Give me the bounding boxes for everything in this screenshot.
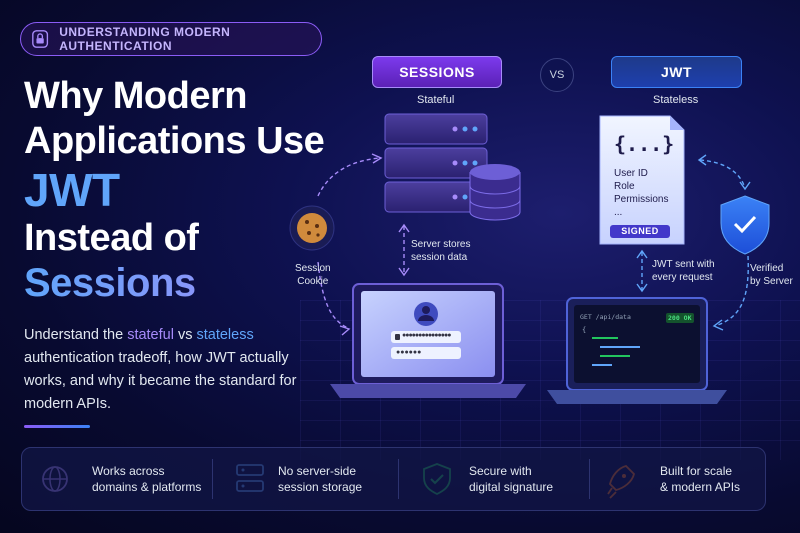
headline-jwt: JWT	[24, 164, 120, 216]
jwt-subtitle: Stateless	[653, 94, 699, 106]
feature-text: Secure with digital signature	[469, 463, 589, 495]
desc-part-1: Understand the	[24, 327, 128, 343]
feature-text: Works across domains & platforms	[92, 463, 212, 495]
api-status: 200 OK	[668, 314, 692, 322]
server-note-line-2: session data	[411, 252, 468, 263]
doc-to-shield-arrow	[699, 159, 746, 189]
badge-label: UNDERSTANDING MODERN AUTHENTICATION	[59, 25, 231, 53]
sessions-subtitle: Stateful	[417, 94, 455, 106]
cookie-label-line-2: Cookie	[297, 276, 329, 287]
feature-secure: Secure with digital signature	[398, 459, 589, 499]
token-claims: User ID Role Permissions ...	[614, 167, 668, 219]
headline-line-4: Instead of	[24, 217, 199, 259]
lock-icon	[32, 30, 49, 48]
token-braces: {...}	[614, 132, 675, 156]
sessions-title: SESSIONS	[372, 56, 502, 88]
jwt-sent-line-2: every request	[652, 272, 713, 283]
session-database-icon	[469, 164, 521, 221]
shield-to-laptop-arrow	[714, 255, 749, 327]
claim-more: ...	[614, 207, 623, 218]
server-note: Server stores session data	[411, 238, 470, 264]
feature-line-2: session storage	[278, 480, 363, 494]
claim-permissions: Permissions	[614, 194, 669, 205]
verified-line-2: by Server	[750, 276, 793, 287]
cookie-to-server-arrow	[317, 157, 381, 197]
signed-badge: SIGNED	[621, 226, 659, 236]
server-note-line-1: Server stores	[411, 239, 471, 250]
password-field: ●●●●●●	[396, 349, 422, 356]
topic-badge: UNDERSTANDING MODERN AUTHENTICATION	[20, 22, 322, 56]
verified-line-1: Verified	[750, 263, 784, 274]
username-field: ●●●●●●●●●●●●●●●	[402, 332, 451, 339]
jwt-sent-line-1: JWT sent with	[652, 259, 715, 270]
session-server-icon	[384, 113, 488, 213]
description: Understand the stateful vs stateless aut…	[24, 324, 314, 416]
vs-badge: VS	[540, 58, 574, 92]
feature-text: No server-side session storage	[278, 463, 398, 495]
feature-line-1: Secure with	[469, 464, 532, 478]
headline: Why Modern Applications Use JWT Instead …	[24, 74, 325, 306]
headline-line-1: Why Modern	[24, 75, 247, 117]
feature-line-1: Works across	[92, 464, 165, 478]
jwt-title: JWT	[611, 56, 742, 88]
feature-stateless: No server-side session storage	[212, 459, 398, 499]
feature-bar: Works across domains & platforms No serv…	[21, 447, 766, 511]
verified-note: Verified by Server	[750, 262, 793, 288]
feature-text: Built for scale & modern APIs	[660, 463, 780, 495]
jwt-token-document	[599, 115, 685, 245]
feature-line-1: Built for scale	[660, 464, 733, 478]
jwt-sent-note: JWT sent with every request	[652, 258, 715, 284]
feature-scale: Built for scale & modern APIs	[589, 459, 780, 499]
headline-sessions: Sessions	[24, 261, 324, 306]
api-request: GET /api/data	[580, 313, 631, 321]
feature-line-2: digital signature	[469, 480, 554, 494]
claim-role: Role	[614, 181, 635, 192]
cookie-to-laptop-arrow	[317, 261, 349, 329]
cookie-label: Session Cookie	[295, 262, 331, 288]
sessions-laptop	[330, 283, 526, 398]
cookie-icon	[289, 205, 335, 251]
feature-line-2: domains & platforms	[92, 480, 202, 494]
feature-line-1: No server-side	[278, 464, 357, 478]
desc-part-3: authentication tradeoff, how JWT actuall…	[24, 350, 297, 412]
desc-part-2: vs	[173, 327, 197, 343]
cookie-label-line-1: Session	[295, 263, 331, 274]
api-brace: {	[582, 326, 587, 334]
desc-stateless: stateless	[196, 327, 254, 343]
headline-line-2: Applications Use	[24, 120, 325, 162]
jwt-laptop	[547, 297, 727, 404]
verified-shield-icon	[720, 195, 770, 255]
accent-underline	[24, 425, 90, 428]
feature-line-2: & modern APIs	[660, 480, 741, 494]
claim-user-id: User ID	[614, 168, 648, 179]
desc-stateful: stateful	[127, 327, 174, 343]
feature-cross-domain: Works across domains & platforms	[22, 459, 212, 499]
